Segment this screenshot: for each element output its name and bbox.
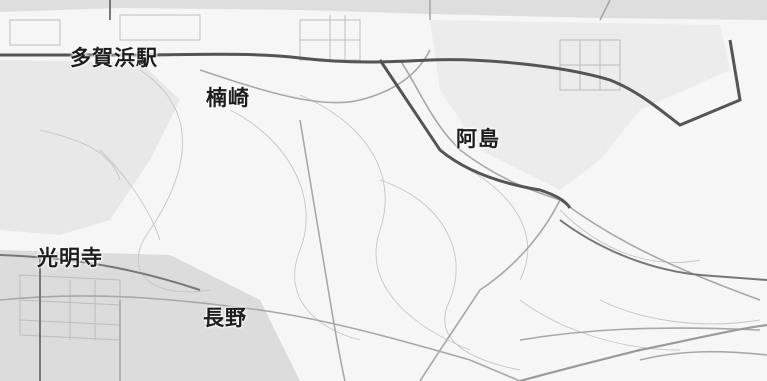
river xyxy=(519,323,767,381)
place-label-kusugasaki: 楠崎 xyxy=(206,85,250,110)
railway xyxy=(0,39,742,209)
place-label-nagano: 長野 xyxy=(203,305,247,330)
place-label-komyoji: 光明寺 xyxy=(37,245,103,270)
place-label-ajima: 阿島 xyxy=(456,126,500,151)
station-label: 多賀浜駅 xyxy=(70,45,158,70)
contours xyxy=(39,69,761,371)
